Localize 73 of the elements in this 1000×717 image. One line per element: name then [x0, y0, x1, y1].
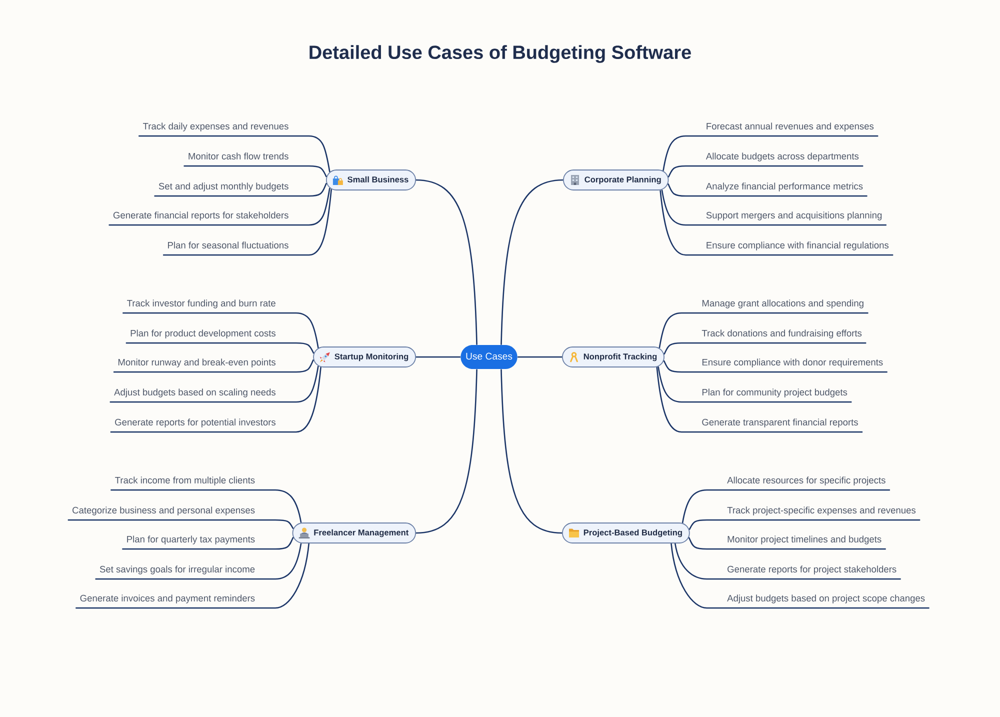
- subtopic-text: Plan for seasonal fluctuations: [168, 242, 288, 248]
- connector-line: [95, 543, 302, 580]
- subtopic-text: Track project-specific expenses and revenues: [727, 506, 916, 516]
- connector-line: [122, 537, 294, 550]
- subtopic-text: Adjust budgets based on project scope changes: [727, 594, 925, 604]
- topic-node: Startup Monitoring: [313, 346, 416, 368]
- topic-node: Project-Based Budgeting: [562, 522, 690, 544]
- connector-line: [670, 543, 930, 609]
- subtopic-text: Set and adjust monthly budgets: [158, 182, 288, 192]
- connector-line: [110, 366, 319, 403]
- subtopic-text: Analyze financial performance metrics: [706, 182, 863, 192]
- subtopic-text: Plan for community project budgets: [702, 388, 848, 398]
- connector-line: [184, 165, 327, 178]
- connector-line: [108, 188, 330, 226]
- connector-line: [416, 369, 478, 534]
- connector-line: [688, 519, 920, 530]
- connector-line: [668, 165, 864, 178]
- subtopic-text: Set savings goals for irregular income: [100, 566, 255, 574]
- subtopic-text: Track investor funding and burn rate: [127, 300, 276, 308]
- subtopic-text: Monitor runway and break-even points: [118, 358, 276, 368]
- connector-line: [667, 183, 868, 197]
- subtopic-text: Allocate resources for specific projects: [727, 476, 886, 486]
- connector-line: [658, 366, 852, 403]
- subtopic-text: Categorize business and personal expenses: [72, 506, 255, 516]
- connector-line: [660, 190, 894, 256]
- connector-line: [674, 543, 901, 580]
- topic-node: Corporate Planning: [563, 170, 669, 190]
- connector-line: [138, 135, 330, 172]
- connector-line: [114, 359, 314, 373]
- topic-node: Nonprofit Tracking: [562, 346, 664, 368]
- subtopic-text: Plan for quarterly tax payments: [127, 536, 255, 544]
- connector-line: [416, 179, 478, 345]
- connector-line: [658, 312, 868, 348]
- connector-line: [682, 489, 890, 524]
- subtopic-text: Ensure compliance with financial regulations: [706, 242, 889, 250]
- connector-line: [663, 360, 888, 373]
- connector-line: [110, 489, 302, 523]
- subtopic-text: Monitor cash flow trends: [188, 152, 288, 160]
- subtopic-text: Track income from multiple clients: [115, 476, 255, 486]
- connector-line: [664, 342, 866, 355]
- subtopic-text: Generate financial reports for stakeholders: [113, 212, 288, 220]
- connector-line: [662, 135, 878, 171]
- connector-line: [126, 342, 314, 354]
- subtopic-text: Allocate budgets across departments: [706, 152, 859, 162]
- topic-node: Small Business: [326, 170, 416, 190]
- connector-line: [656, 367, 863, 433]
- connector-line: [661, 190, 886, 226]
- subtopic-text: Forecast annual revenues and expenses: [706, 122, 874, 132]
- connector-line: [110, 367, 322, 433]
- subtopic-text: Monitor project timelines and budgets: [728, 536, 882, 544]
- subtopic-text: Track donations and fundraising efforts: [702, 330, 862, 338]
- subtopic-text: Generate transparent financial reports: [702, 418, 858, 428]
- topic-node: Freelancer Management: [292, 522, 416, 544]
- connector-line: [500, 369, 562, 534]
- connector-line: [122, 312, 319, 348]
- subtopic-text: Track daily expenses and revenues: [143, 122, 288, 132]
- connector-line: [68, 519, 294, 530]
- connector-line: [688, 537, 886, 550]
- subtopic-text: Generate reports for potential investors: [115, 418, 276, 428]
- subtopic-text: Generate invoices and payment reminders: [80, 594, 255, 604]
- connector-line: [163, 189, 332, 256]
- title: Detailed Use Cases of Budgeting Software: [310, 45, 691, 63]
- connector-line: [518, 356, 562, 358]
- subtopic-text: Generate reports for project stakeholders: [728, 566, 896, 574]
- subtopic-text: Adjust budgets based on scaling needs: [114, 388, 276, 398]
- connector-line: [154, 182, 328, 197]
- connector-line: [500, 179, 564, 345]
- subtopic-text: Plan for product development costs: [130, 330, 276, 338]
- subtopic-text: Ensure compliance with donor requirements: [702, 358, 883, 368]
- subtopic-text: Support mergers and acquisitions planning: [706, 212, 882, 220]
- subtopic-text: Manage grant allocations and spending: [702, 300, 864, 308]
- connector-line: [416, 356, 460, 358]
- connector-line: [76, 543, 310, 609]
